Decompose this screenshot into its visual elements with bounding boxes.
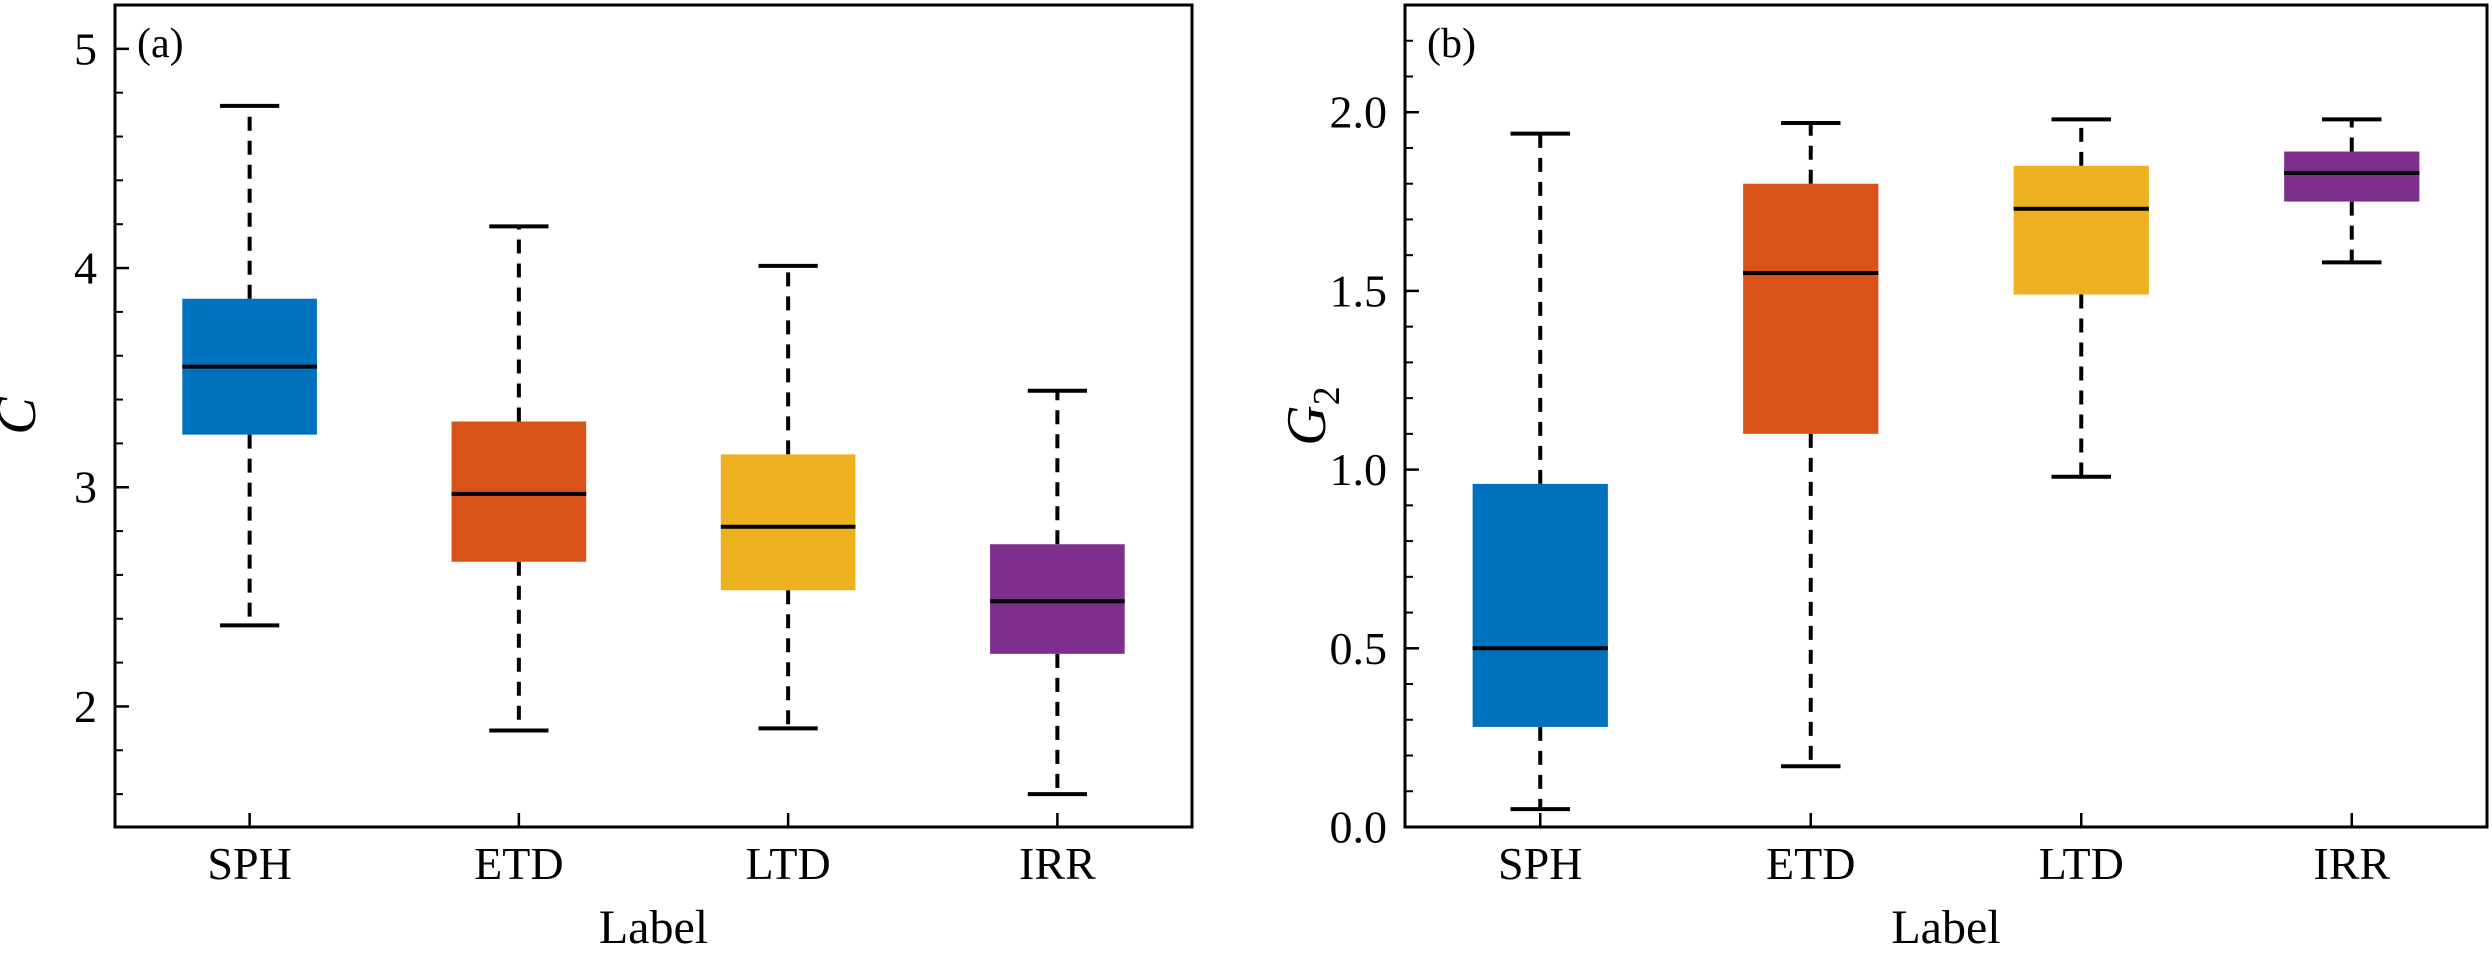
iqr-box bbox=[451, 421, 587, 562]
y-tick-label: 1.0 bbox=[1330, 444, 1388, 495]
y-axis-title: C bbox=[0, 397, 48, 435]
box-irr bbox=[990, 388, 1125, 797]
plot-frame bbox=[1403, 3, 2489, 829]
x-axis-title: Label bbox=[1891, 901, 2000, 953]
box-ltd bbox=[2013, 117, 2149, 479]
iqr-box bbox=[1472, 483, 1608, 727]
x-category-label: IRR bbox=[1019, 838, 1096, 889]
box-sph bbox=[1472, 131, 1608, 812]
x-category-label: SPH bbox=[207, 838, 291, 889]
box-etd bbox=[1743, 120, 1879, 769]
box-sph bbox=[182, 103, 317, 628]
box-ltd bbox=[720, 263, 856, 731]
y-tick-label: 0.0 bbox=[1330, 802, 1388, 853]
plot-frame bbox=[113, 3, 1194, 829]
y-tick-label: 5 bbox=[74, 23, 97, 74]
x-category-label: LTD bbox=[2039, 838, 2124, 889]
box-irr bbox=[2284, 117, 2420, 265]
y-axis-title-subscript: 2 bbox=[1306, 386, 1348, 405]
y-tick-label: 1.5 bbox=[1330, 265, 1388, 316]
iqr-box bbox=[720, 454, 856, 591]
y-tick-label: 2 bbox=[74, 681, 97, 732]
y-tick-label: 4 bbox=[74, 243, 97, 294]
y-axis-title-main: G bbox=[1276, 405, 1338, 445]
panel-label: (b) bbox=[1427, 21, 1476, 67]
x-category-label: LTD bbox=[746, 838, 831, 889]
panel-label: (a) bbox=[137, 21, 184, 67]
x-category-label: IRR bbox=[2313, 838, 2390, 889]
y-tick-label: 2.0 bbox=[1330, 87, 1388, 138]
y-tick-label: 0.5 bbox=[1330, 623, 1388, 674]
iqr-box bbox=[1743, 183, 1879, 434]
iqr-box bbox=[990, 544, 1125, 654]
iqr-box bbox=[2284, 151, 2420, 202]
x-category-label: ETD bbox=[1766, 838, 1855, 889]
y-tick-label: 3 bbox=[74, 462, 97, 513]
box-etd bbox=[451, 224, 587, 733]
x-axis-title: Label bbox=[599, 901, 708, 953]
iqr-box bbox=[2013, 165, 2149, 295]
x-category-label: SPH bbox=[1498, 838, 1582, 889]
y-axis-title-main: C bbox=[0, 397, 48, 435]
x-category-label: ETD bbox=[474, 838, 563, 889]
y-axis-title: G2 bbox=[1276, 386, 1348, 445]
